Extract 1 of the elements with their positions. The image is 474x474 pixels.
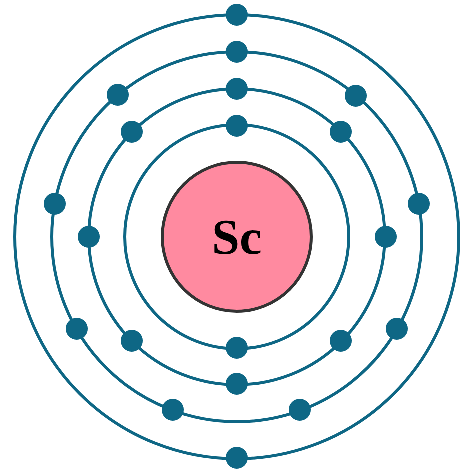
element-symbol: Sc [212, 212, 262, 262]
